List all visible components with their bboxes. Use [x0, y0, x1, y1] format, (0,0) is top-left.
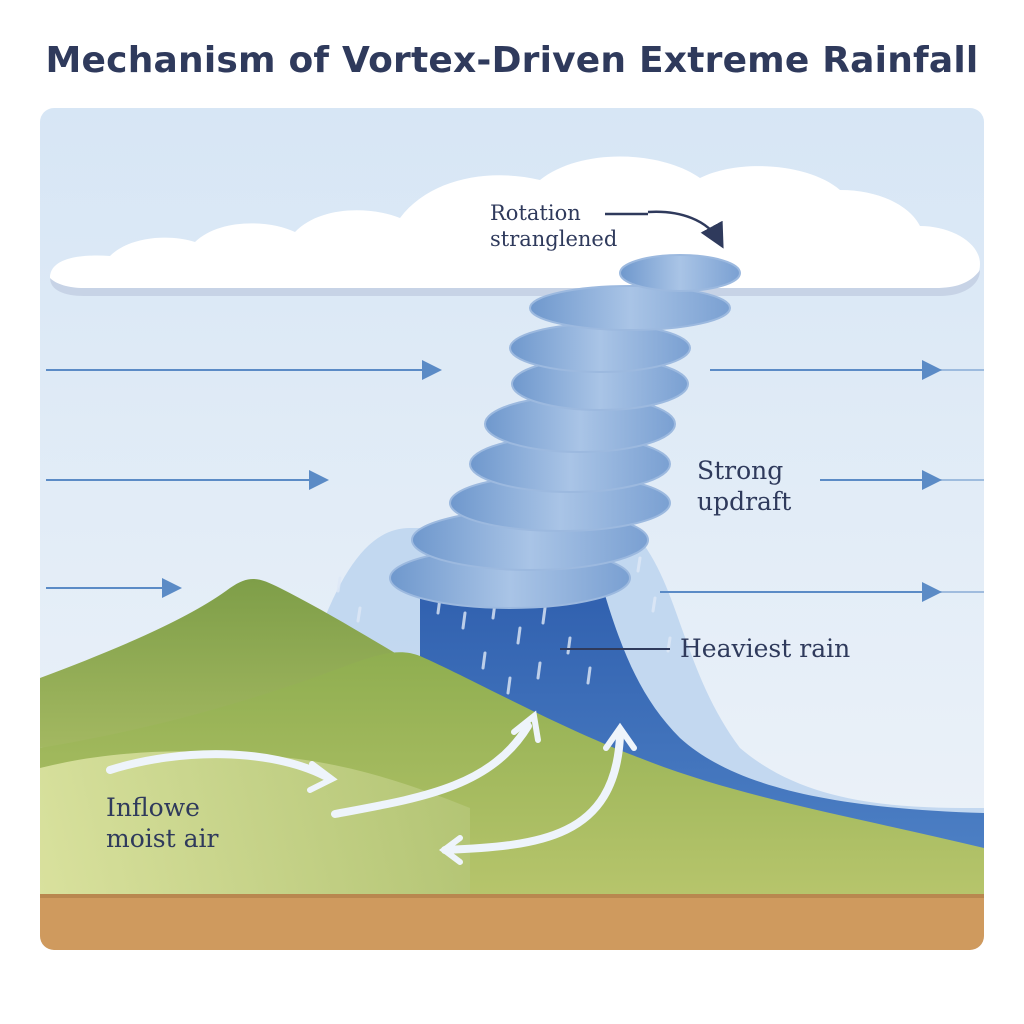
- inflow-label-line1: Inflowe: [106, 793, 200, 822]
- wind-arrows: [46, 360, 984, 602]
- inflow-arrow: [331, 722, 532, 818]
- rotation-label-line1: Rotation: [490, 201, 581, 225]
- inflow-arrow: [106, 750, 329, 780]
- updraft-label-line2: updraft: [697, 487, 792, 517]
- ground-strip: [40, 894, 984, 950]
- rotation-label: Rotation stranglened: [490, 200, 710, 253]
- cloud-band: [50, 156, 980, 296]
- diagram-illustration: [40, 108, 984, 950]
- rotation-pointer: [605, 210, 724, 249]
- inflow-label-line2: moist air: [106, 824, 219, 854]
- updraft-label: Strong updraft: [697, 455, 897, 518]
- inflow-arrow: [441, 732, 624, 854]
- updraft-label-line1: Strong: [697, 456, 784, 485]
- vortex-funnel: [389, 254, 741, 609]
- diagram-panel: Rotation stranglened Strong updraft Heav…: [40, 108, 984, 950]
- inflow-arrows: [106, 710, 637, 865]
- rain-streaks: [336, 556, 672, 695]
- rotation-label-line2: stranglened: [490, 227, 618, 252]
- page-title: Mechanism of Vortex-Driven Extreme Rainf…: [45, 40, 979, 81]
- valley-plain: [40, 751, 470, 898]
- heaviest-rain-label: Heaviest rain: [680, 634, 851, 663]
- inflow-label: Inflowe moist air: [106, 792, 346, 855]
- rain-core: [420, 578, 984, 850]
